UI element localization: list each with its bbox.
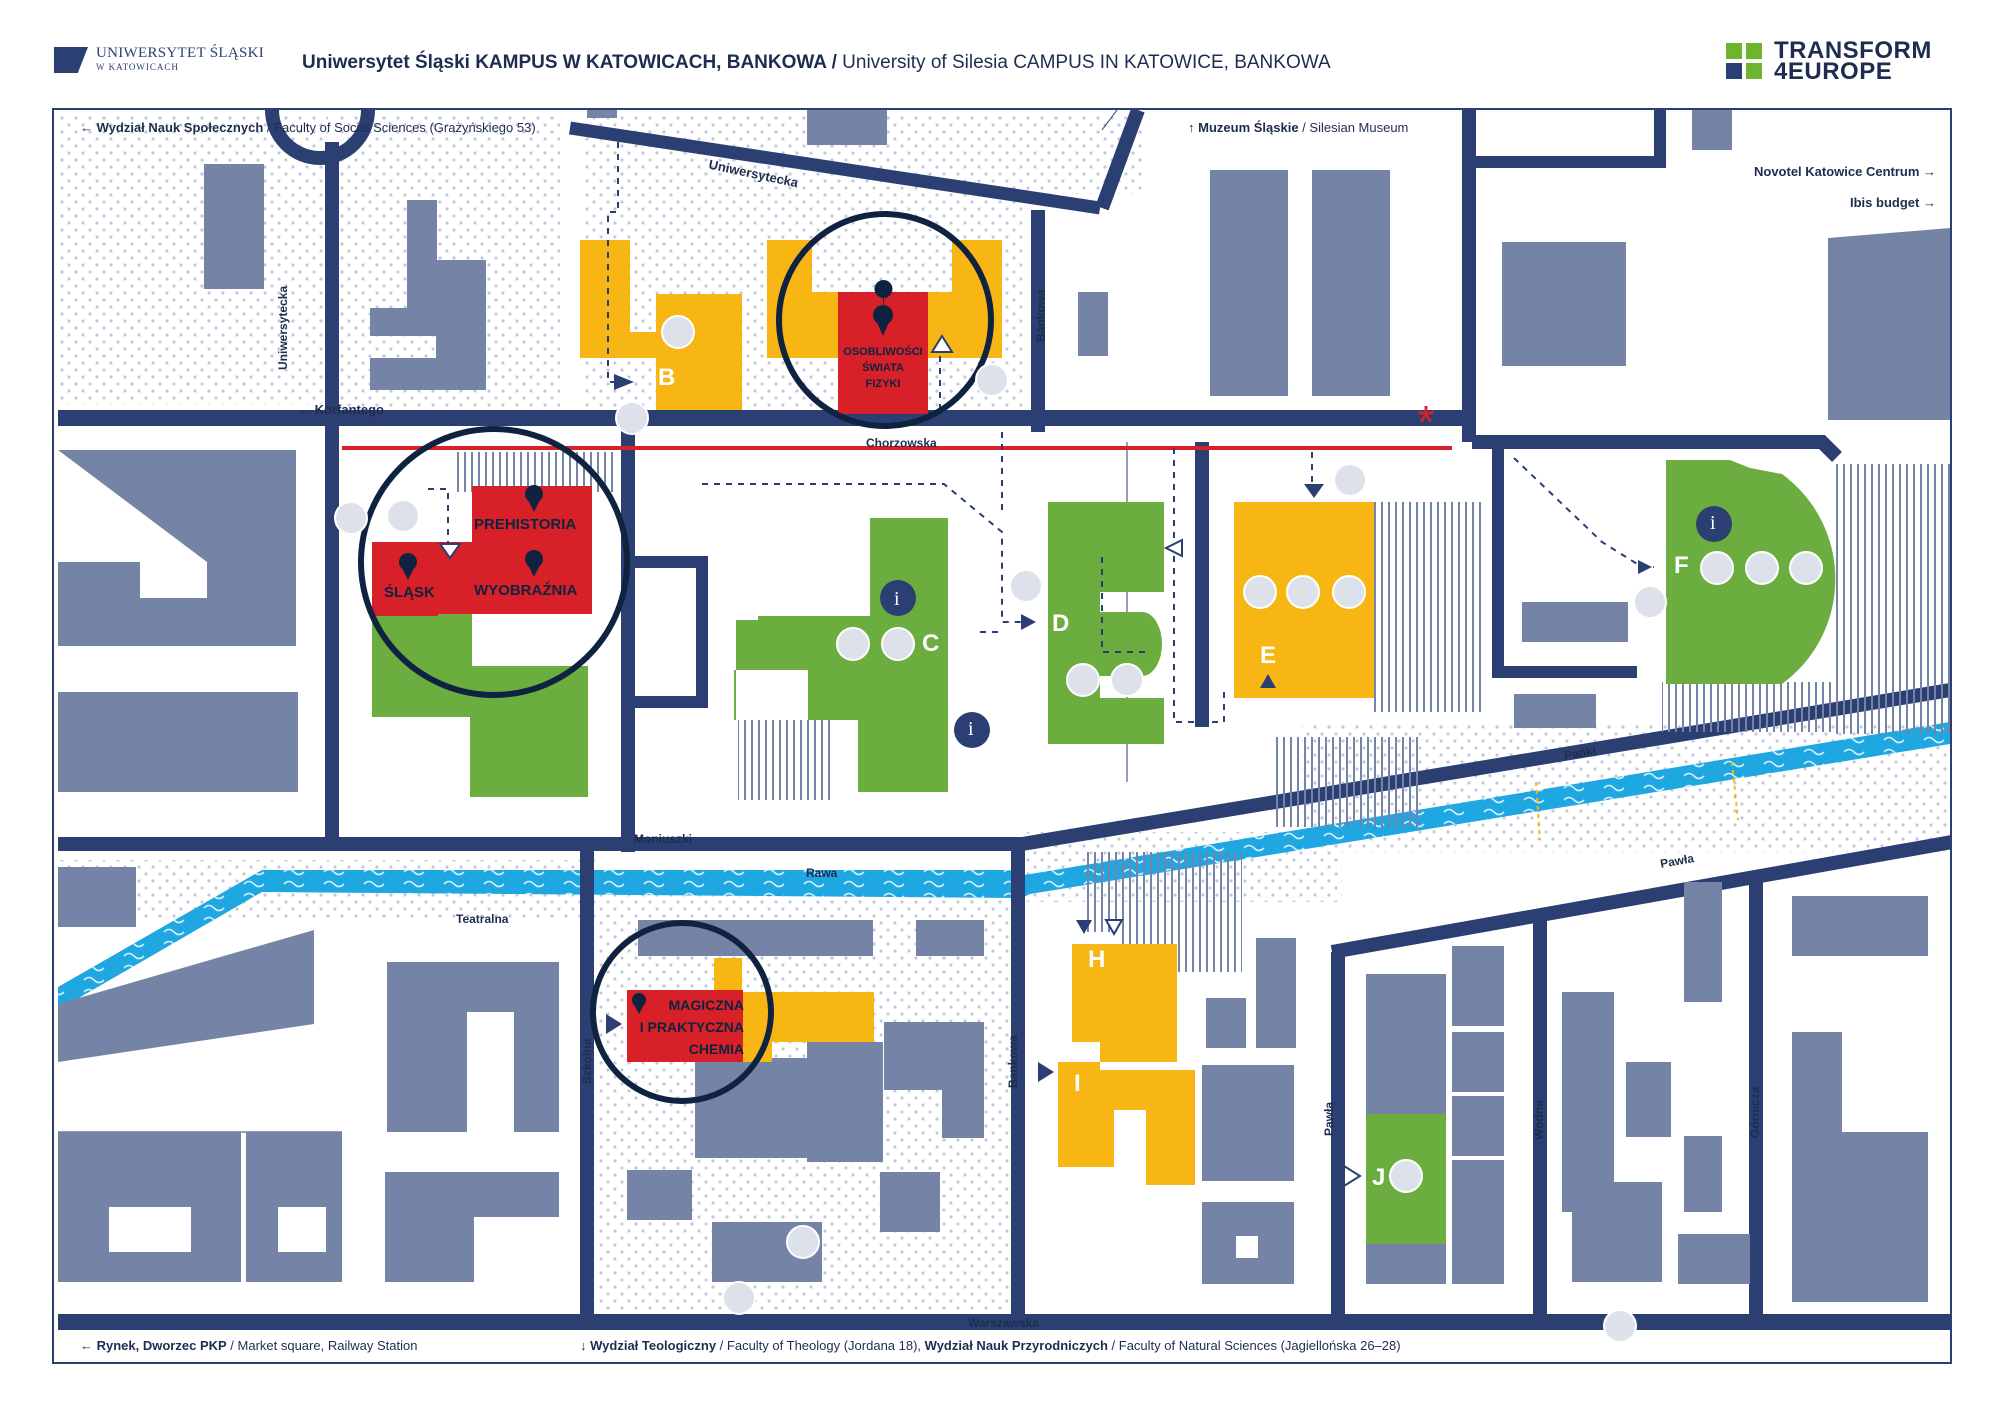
exhibit-slask[interactable]: ŚLĄSK [384, 584, 435, 601]
building-h-label[interactable]: H [1088, 946, 1106, 973]
title-en: University of Silesia CAMPUS IN KATOWICE… [842, 52, 1331, 73]
closed-road-asterisk: * [1417, 396, 1435, 448]
t4e-squares-icon [1726, 43, 1762, 79]
building-f-label[interactable]: F [1674, 552, 1689, 579]
building-b-label[interactable]: B [658, 364, 676, 391]
street-korfantego: ← Korfantego [298, 402, 384, 417]
building-c-label[interactable]: C [922, 630, 940, 657]
street-warszawska: Warszawska [968, 1316, 1039, 1330]
page-title: Uniwersytet Śląski KAMPUS W KATOWICACH, … [302, 52, 1331, 74]
exhibit-chemia[interactable]: MAGICZNA I PRAKTYCZNA CHEMIA [639, 997, 744, 1057]
roundabout [265, 110, 375, 165]
social-sciences-note[interactable]: ← Wydział Nauk Społecznych / Faculty of … [80, 120, 536, 135]
roads [58, 110, 1950, 1330]
info-mark-f[interactable]: i [1710, 512, 1716, 534]
entrance-arrow-icon [438, 334, 1652, 1188]
tram-lines [1535, 761, 1739, 841]
street-teatralna: Teatralna [456, 912, 509, 926]
building-j-label[interactable]: J [1372, 1164, 1386, 1191]
ibis-note[interactable]: Ibis budget → [1850, 195, 1936, 210]
theology-natural-sciences-note[interactable]: ↓ Wydział Teologiczny / Faculty of Theol… [580, 1338, 1401, 1353]
logo-line2: W KATOWICACH [96, 62, 179, 72]
exhibit-highlight-circles [358, 211, 994, 1104]
street-moniuszki: Moniuszki [634, 832, 693, 846]
university-logo[interactable]: UNIWERSYTET ŚLĄSKI W KATOWICACH [54, 46, 264, 74]
street-bankowa-top: Bankowa [1034, 289, 1048, 342]
novotel-note[interactable]: Novotel Katowice Centrum → [1754, 164, 1937, 179]
building-i-label[interactable]: I [1074, 1070, 1081, 1097]
street-pawla-side: Pawła [1322, 1101, 1336, 1136]
street-uniwersytecka-side: Uniwersytecka [276, 285, 290, 370]
exhibit-fizyka[interactable]: OSOBLIWOŚCI ŚWIATA FIZYKI [843, 346, 923, 390]
market-square-note[interactable]: ← Rynek, Dworzec PKP / Market square, Ra… [80, 1338, 418, 1353]
street-chorzowska: Chorzowska [866, 436, 937, 450]
street-wodna: Wodna [1532, 1100, 1546, 1140]
exhibit-wyobraznia[interactable]: WYOBRAŹNIA [474, 582, 578, 599]
street-bankowa-bottom: Bankowa [1006, 1035, 1020, 1088]
map-labels: ← Wydział Nauk Społecznych / Faculty of … [54, 110, 1950, 1362]
exhibit-prehistoria[interactable]: PREHISTORIA [474, 516, 577, 533]
street-panki: Pańki [1563, 743, 1597, 763]
street-gornicza: Górnicza [1748, 1086, 1762, 1138]
facility-icons [334, 315, 1823, 1343]
transform4europe-logo[interactable]: TRANSFORM 4EUROPE [1726, 37, 1932, 85]
t4e-line2: 4EUROPE [1774, 58, 1893, 85]
t4e-line1: TRANSFORM [1774, 37, 1932, 64]
street-pawla-top: Pawła [1659, 851, 1695, 871]
info-mark-c[interactable]: i [894, 588, 900, 610]
pin-icon [399, 280, 893, 1014]
stairs [457, 452, 1950, 972]
museum-note[interactable]: ↑ Muzeum Śląskie / Silesian Museum [1188, 120, 1409, 135]
map-canvas: * [58, 110, 1950, 1343]
campus-map: * ← Wydział Nauk Społecznych / Faculty o… [52, 108, 1952, 1364]
street-uniwersytecka-top: Uniwersytecka [707, 156, 800, 191]
building-d-label[interactable]: D [1052, 610, 1070, 637]
header: UNIWERSYTET ŚLĄSKI W KATOWICACH Uniwersy… [0, 0, 2000, 110]
title-pl: Uniwersytet Śląski KAMPUS W KATOWICACH, … [302, 52, 827, 73]
street-szkolna: Szkolna [580, 1038, 594, 1084]
river-label-rawa: Rawa [806, 866, 838, 880]
info-icon [880, 506, 1732, 748]
logo-line1: UNIWERSYTET ŚLĄSKI [96, 45, 265, 61]
university-emblem-icon [54, 47, 88, 73]
title-sep: / [826, 52, 843, 73]
building-e-label[interactable]: E [1260, 642, 1277, 669]
info-mark-c2[interactable]: i [968, 718, 974, 740]
